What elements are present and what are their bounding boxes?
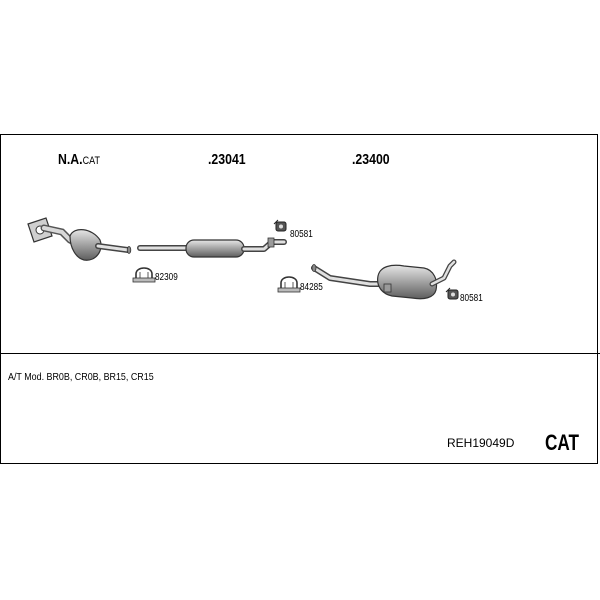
silencer-hanger-tab	[383, 283, 392, 293]
kit-reference-number: REH19049D	[447, 436, 515, 450]
middle-silencer-section	[137, 237, 287, 258]
part-number-clamp-front: 82309	[155, 272, 178, 283]
group-label-na: N.A.	[58, 151, 83, 168]
diagram-frame	[0, 134, 598, 464]
front-pipe-catalyst	[27, 217, 132, 261]
rubber-mount-icon	[445, 287, 459, 300]
part-number-mount-front: 80581	[290, 229, 313, 240]
fitment-note: A/T Mod. BR0B, CR0B, BR15, CR15	[8, 371, 154, 383]
part-number-mount-rear: 80581	[460, 293, 483, 304]
group-label-na-cat: N.A.CAT	[58, 151, 100, 168]
catalyst-type-label: CAT	[545, 430, 580, 455]
catalytic-converter	[69, 229, 102, 261]
u-clamp-icon	[277, 276, 301, 293]
rubber-mount-icon	[273, 219, 287, 232]
pipe-hanger-tab	[267, 237, 275, 248]
diagram-divider	[0, 353, 600, 354]
group-label-23400: .23400	[352, 151, 390, 168]
group-label-23041: .23041	[208, 151, 246, 168]
u-clamp-icon	[132, 267, 156, 283]
rear-silencer-section	[311, 259, 457, 300]
rear-silencer	[377, 264, 438, 300]
group-label-cat: CAT	[82, 155, 100, 167]
centre-silencer	[185, 239, 245, 258]
part-number-clamp-rear: 84285	[300, 282, 323, 293]
